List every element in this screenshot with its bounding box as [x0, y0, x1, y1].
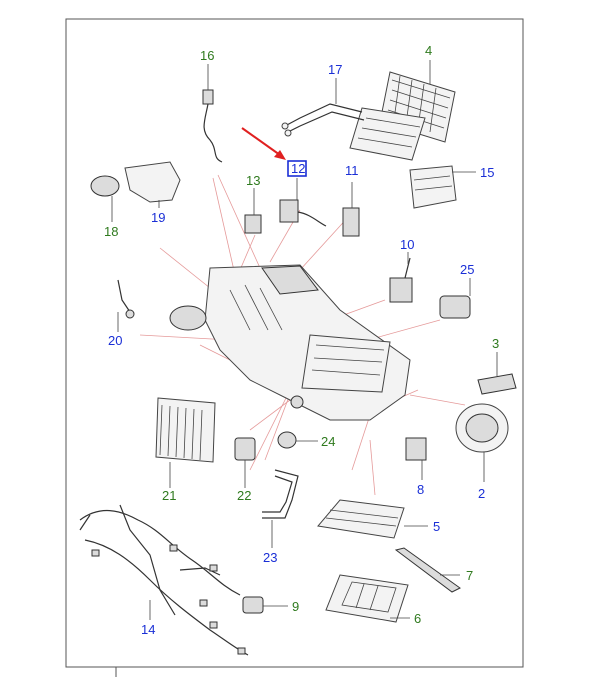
callout-21[interactable]: 21 — [162, 488, 176, 503]
callout-24[interactable]: 24 — [321, 434, 335, 449]
callout-3[interactable]: 3 — [492, 336, 499, 351]
part-15-module — [409, 165, 476, 209]
callout-22[interactable]: 22 — [237, 488, 251, 503]
part-8-bracket — [405, 437, 427, 480]
part-24-grommet — [277, 431, 318, 449]
part-3-resistor — [477, 352, 517, 395]
callout-20[interactable]: 20 — [108, 333, 122, 348]
part-20-pipe — [117, 279, 135, 332]
callout-23[interactable]: 23 — [263, 550, 277, 565]
callout-4[interactable]: 4 — [425, 43, 432, 58]
part-19-bracket — [124, 161, 181, 208]
part-18-bracket — [90, 175, 120, 222]
part-9-connector — [242, 596, 288, 614]
part-5-filter — [317, 499, 428, 539]
part-10-actuator — [389, 252, 413, 303]
callout-18[interactable]: 18 — [104, 224, 118, 239]
callout-5[interactable]: 5 — [433, 519, 440, 534]
callout-11[interactable]: 11 — [345, 163, 359, 178]
callout-15[interactable]: 15 — [480, 165, 494, 180]
callout-10[interactable]: 10 — [400, 237, 414, 252]
callout-14[interactable]: 14 — [141, 622, 155, 637]
part-6-filter-frame — [325, 574, 410, 623]
callout-13[interactable]: 13 — [246, 173, 260, 188]
part-21-evaporator — [155, 397, 216, 488]
part-11-actuator — [342, 182, 360, 237]
callout-2[interactable]: 2 — [478, 486, 485, 501]
part-16-sensor — [202, 64, 223, 163]
part-22-valve — [234, 437, 256, 488]
part-23-pipe — [262, 469, 299, 548]
callout-12[interactable]: 12 — [291, 161, 305, 176]
callout-6[interactable]: 6 — [414, 611, 421, 626]
part-7-strip — [394, 547, 461, 593]
callout-16[interactable]: 16 — [200, 48, 214, 63]
highlight-box — [287, 160, 307, 177]
hvac-housing — [169, 264, 411, 421]
pointer-arrow — [241, 127, 286, 160]
callout-17[interactable]: 17 — [328, 62, 342, 77]
callout-25[interactable]: 25 — [460, 262, 474, 277]
part-12-actuator — [279, 178, 327, 227]
part-25-motor — [439, 278, 471, 319]
callout-7[interactable]: 7 — [466, 568, 473, 583]
callout-19[interactable]: 19 — [151, 210, 165, 225]
callout-8[interactable]: 8 — [417, 482, 424, 497]
part-14-harness — [79, 504, 249, 656]
callout-9[interactable]: 9 — [292, 599, 299, 614]
callout-labels: 12 2 3 4 5 6 7 8 9 10 11 13 14 15 16 17 … — [104, 43, 499, 637]
part-13-actuator — [244, 188, 262, 234]
part-2-blower — [455, 403, 509, 482]
part-17-heater-core — [281, 78, 426, 161]
